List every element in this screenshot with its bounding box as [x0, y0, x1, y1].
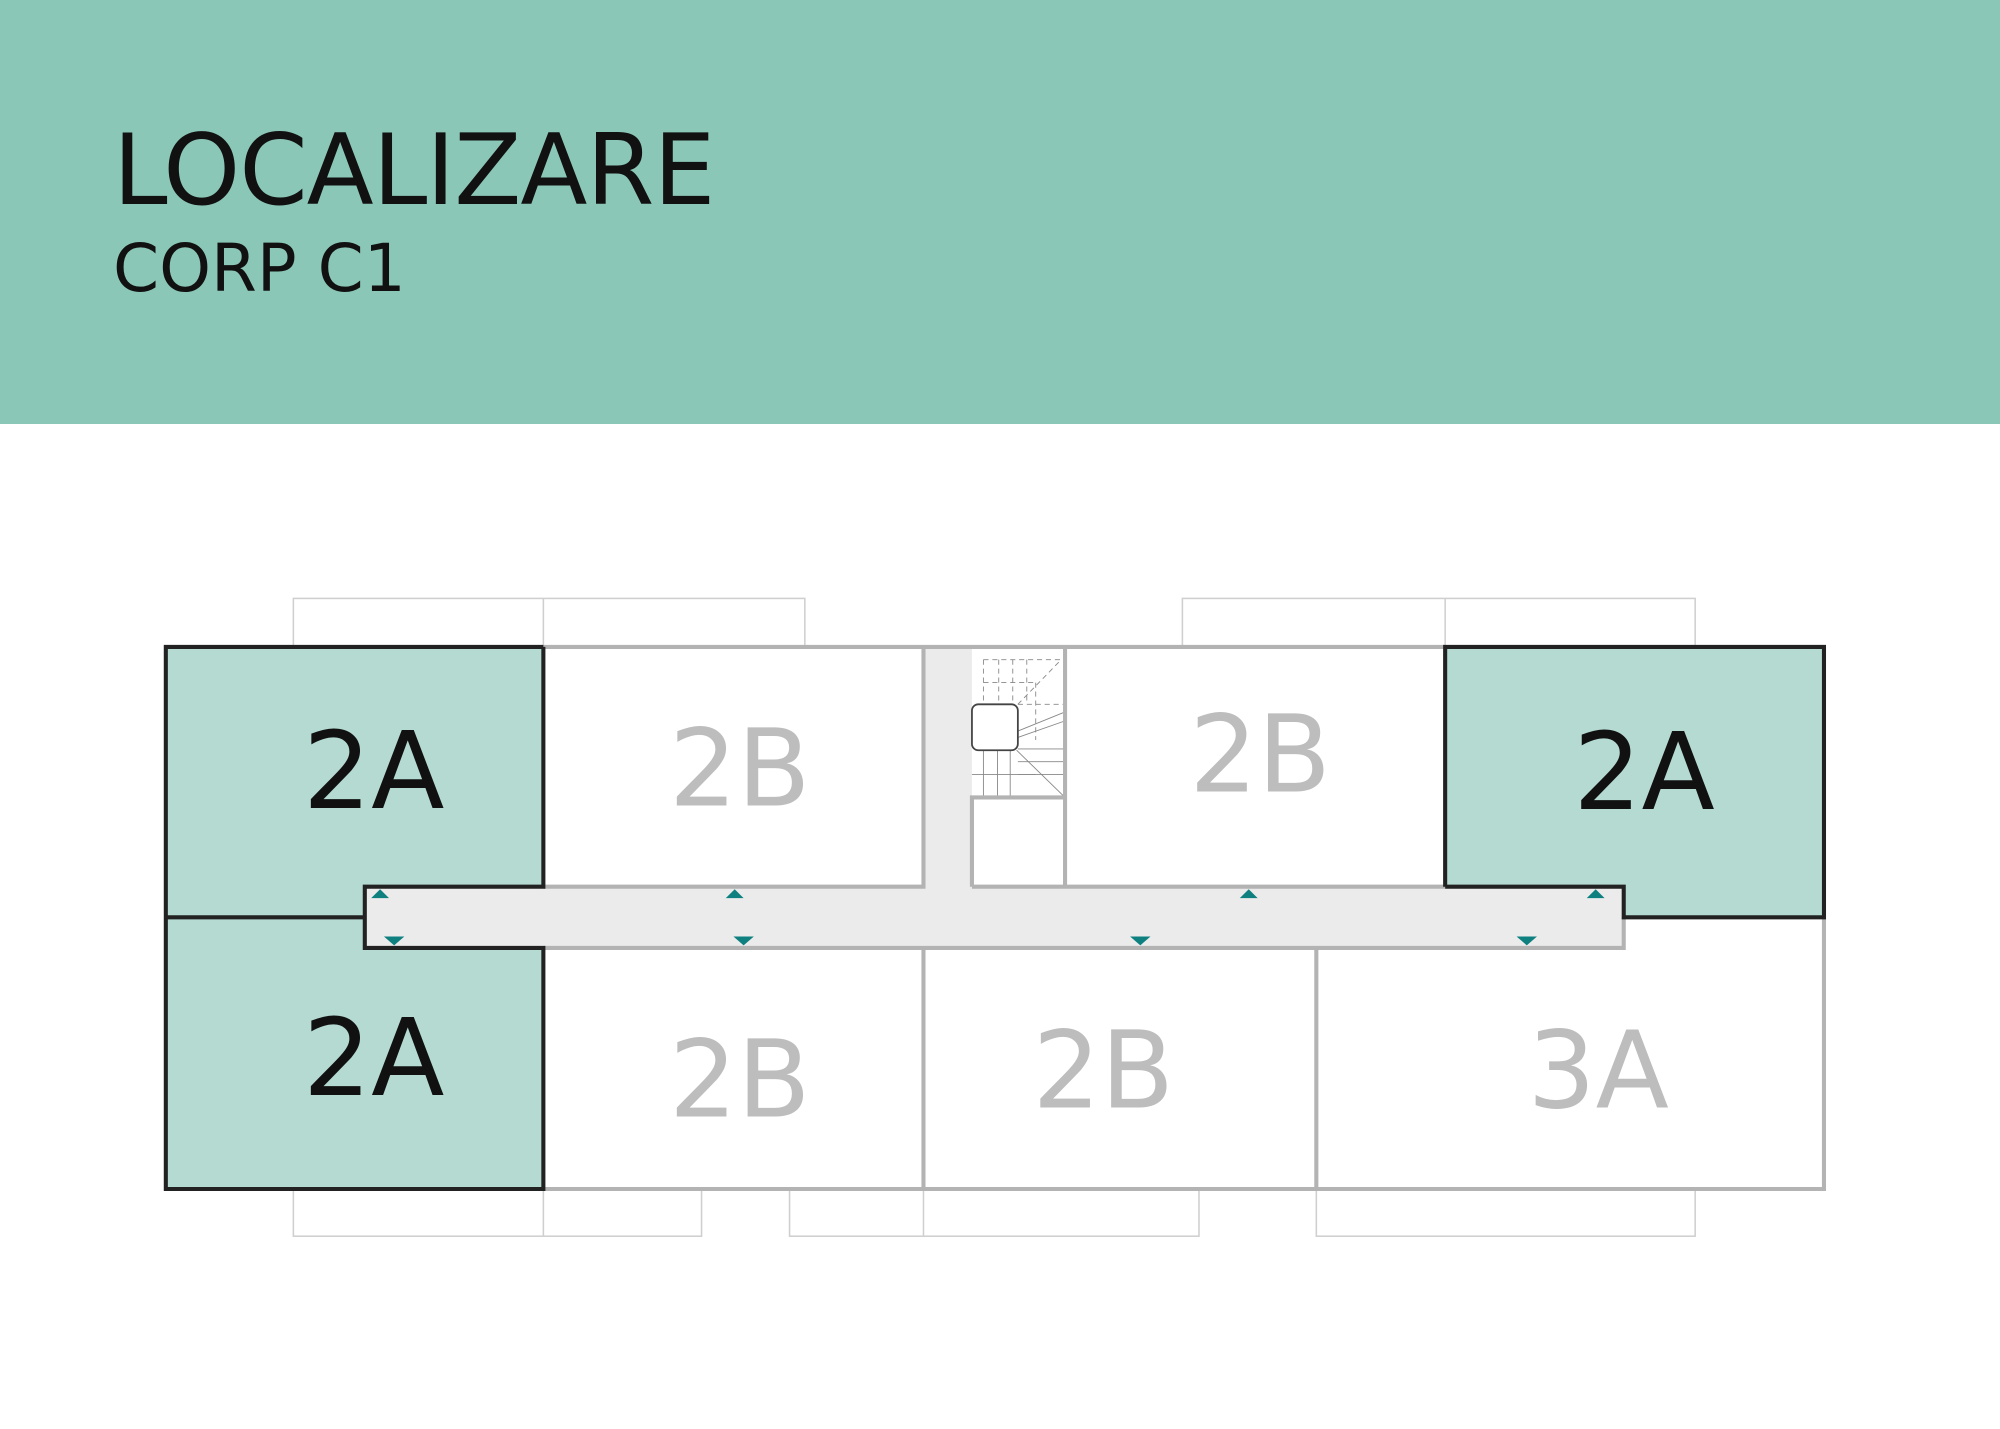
balcony — [292, 597, 806, 648]
unit-2a-top-right[interactable] — [1445, 646, 1824, 918]
unit-3a[interactable] — [1316, 917, 1824, 1189]
unit-label: 2B — [1189, 693, 1331, 817]
page-subtitle: CORP C1 — [113, 230, 406, 307]
entrance-arrow-up-icon — [371, 889, 390, 899]
unit-2a-top-left[interactable] — [165, 646, 544, 918]
entrance-arrow-down-icon — [1130, 936, 1151, 946]
balcony — [1315, 1188, 1696, 1237]
unit-label: 2B — [669, 1019, 811, 1143]
entrance-arrow-up-icon — [725, 889, 744, 899]
balcony — [292, 1188, 703, 1237]
header-banner: LOCALIZARE CORP C1 — [0, 0, 2000, 424]
elevator-shaft — [971, 703, 1019, 752]
unit-label: 2A — [1573, 711, 1714, 835]
unit-label: 2A — [303, 710, 444, 834]
page-title: LOCALIZARE — [113, 114, 715, 228]
units — [165, 646, 1824, 1189]
entrance-arrow-up-icon — [1239, 889, 1258, 899]
unit-2a-bottom-left[interactable] — [165, 917, 544, 1189]
unit-label: 2B — [1032, 1010, 1174, 1134]
unit-label: 2B — [669, 707, 811, 831]
entrance-arrow-down-icon — [383, 936, 405, 946]
entrance-arrow-down-icon — [1516, 936, 1537, 946]
unit-2b-bottom-middle[interactable] — [923, 947, 1317, 1189]
unit-2b-top-right[interactable] — [1065, 646, 1446, 887]
unit-2b-bottom-left[interactable] — [543, 947, 924, 1189]
staircase — [971, 649, 1066, 798]
walls-selected — [163, 644, 1827, 1192]
walls-gray — [543, 644, 1827, 1192]
entrance-arrows — [371, 889, 1605, 946]
entrance-arrow-down-icon — [733, 936, 754, 946]
balcony — [1181, 597, 1696, 648]
unit-label: 3A — [1527, 1010, 1668, 1134]
entrance-arrow-up-icon — [1586, 889, 1605, 899]
unit-2b-top-left[interactable] — [543, 646, 924, 887]
unit-label: 2A — [303, 997, 444, 1121]
balcony — [788, 1188, 1200, 1237]
